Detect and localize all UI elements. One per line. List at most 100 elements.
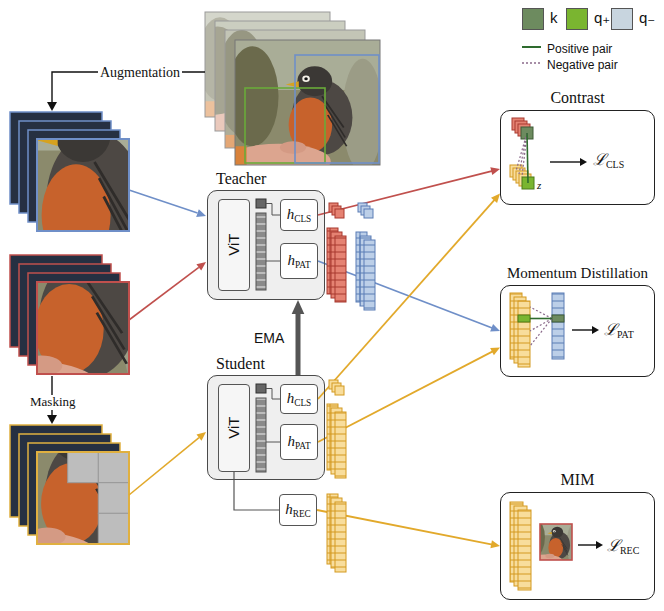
node-label: Teacher bbox=[216, 170, 266, 188]
text-slot: z bbox=[537, 175, 541, 193]
arrow-head bbox=[490, 540, 500, 548]
text-slot: hCLS bbox=[281, 385, 317, 413]
reconstruction-sketch bbox=[510, 502, 603, 590]
head-box: hCLS bbox=[280, 199, 318, 231]
head-box: hCLS bbox=[280, 384, 318, 414]
node-label: hREC bbox=[285, 501, 311, 519]
node-label: hCLS bbox=[287, 206, 312, 224]
symbol-letter: h bbox=[287, 252, 295, 268]
node-label: Contrast bbox=[550, 89, 604, 107]
head-box: hPAT bbox=[280, 243, 318, 279]
connector-line bbox=[318, 199, 495, 399]
text-slot: q₊ bbox=[594, 9, 610, 27]
symbol-letter: ℒ bbox=[593, 151, 606, 168]
loss-label: ℒPAT bbox=[604, 321, 634, 340]
arrow-head bbox=[490, 167, 500, 175]
text-slot: hPAT bbox=[281, 425, 317, 459]
symbol-letter: h bbox=[287, 206, 295, 222]
text-slot: q₋ bbox=[639, 9, 655, 27]
contrast-sketch bbox=[510, 118, 587, 189]
head-box: hPAT bbox=[280, 424, 318, 460]
symbol-letter: h bbox=[285, 501, 293, 517]
loss-label: ℒREC bbox=[607, 537, 639, 556]
connector-line bbox=[296, 312, 301, 375]
arrow-head bbox=[491, 194, 500, 203]
subscript: CLS bbox=[606, 159, 624, 170]
text-slot: ℒCLS bbox=[593, 151, 624, 170]
backbone-box: ViT bbox=[218, 199, 250, 291]
encoder-panel: TeacherViThCLShPAT bbox=[207, 190, 325, 300]
panel-fill bbox=[207, 375, 325, 480]
arrow-connector bbox=[234, 472, 279, 510]
text-slot: ViT bbox=[219, 200, 249, 290]
text-slot: hCLS bbox=[281, 200, 317, 230]
text-slot: Positive pair bbox=[547, 39, 612, 57]
node-label: Student bbox=[216, 355, 265, 373]
arrow-connector bbox=[292, 300, 305, 375]
text-slot: Augmentation bbox=[98, 63, 182, 81]
symbol-letter: ℒ bbox=[604, 321, 617, 338]
arrow-connector bbox=[318, 194, 500, 399]
loss-label: ℒCLS bbox=[593, 151, 624, 170]
node-label: MIM bbox=[561, 471, 595, 489]
annotation-label: Masking bbox=[28, 395, 78, 410]
subscript: REC bbox=[620, 545, 639, 556]
text-slot: Masking bbox=[28, 392, 78, 410]
text-slot: MIM bbox=[561, 471, 595, 489]
annotation-label: z bbox=[537, 179, 541, 192]
objective-box: Momentum DistillationℒPAT bbox=[500, 285, 655, 377]
text-slot: Teacher bbox=[216, 170, 266, 188]
text-slot: hPAT bbox=[281, 244, 317, 278]
node-label: hCLS bbox=[287, 390, 312, 408]
legend-text: Positive pair bbox=[547, 43, 612, 57]
text-slot: Contrast bbox=[550, 89, 604, 107]
objective-box: MIMℒREC bbox=[500, 492, 655, 600]
input-arrows bbox=[129, 190, 206, 495]
text-slot: k bbox=[550, 9, 558, 27]
node-label: ViT bbox=[225, 234, 242, 256]
annotation-label: Augmentation bbox=[98, 65, 182, 81]
subscript: PAT bbox=[295, 260, 311, 270]
node-label: ViT bbox=[225, 417, 242, 439]
legend-text: Negative pair bbox=[547, 59, 618, 73]
symbol-letter: h bbox=[287, 433, 295, 449]
legend-swatch bbox=[611, 8, 633, 30]
distillation-sketch bbox=[510, 293, 599, 367]
arrow-head bbox=[292, 300, 305, 314]
text-slot: ViT bbox=[219, 385, 249, 471]
node-label: Momentum Distillation bbox=[507, 265, 648, 282]
symbol-letter: ℒ bbox=[607, 537, 620, 554]
arrow-head bbox=[490, 348, 500, 356]
connector-line bbox=[318, 171, 493, 215]
node-label: hPAT bbox=[287, 433, 310, 451]
text-slot: ℒPAT bbox=[604, 321, 634, 340]
legend-text: q₊ bbox=[594, 9, 610, 26]
view-stack-red bbox=[0, 190, 184, 417]
symbol-letter: h bbox=[287, 390, 295, 406]
objective-box: ContrastℒCLS bbox=[500, 110, 655, 205]
subscript: CLS bbox=[294, 398, 311, 408]
connector-line bbox=[234, 472, 279, 510]
legend-swatch bbox=[522, 8, 544, 30]
legend-samples bbox=[522, 47, 541, 63]
legend-text: q₋ bbox=[639, 9, 655, 26]
subscript: PAT bbox=[617, 329, 634, 340]
teacher-features bbox=[327, 203, 375, 310]
text-slot: hREC bbox=[280, 495, 316, 525]
subscript: REC bbox=[293, 509, 311, 519]
legend-text: k bbox=[550, 9, 558, 26]
text-slot: Momentum Distillation bbox=[507, 264, 648, 282]
text-slot: Negative pair bbox=[547, 55, 618, 73]
encoder-panel: StudentViThCLShPAT bbox=[207, 375, 325, 480]
arrow-head bbox=[490, 324, 500, 332]
panel-fill bbox=[207, 190, 325, 300]
backbone-box: ViT bbox=[218, 384, 250, 472]
subscript: CLS bbox=[294, 214, 311, 224]
text-slot: Student bbox=[216, 355, 265, 373]
edge-label: EMA bbox=[252, 330, 286, 346]
subscript: PAT bbox=[295, 441, 311, 451]
student-features bbox=[327, 380, 346, 572]
head-box: hREC bbox=[279, 494, 317, 526]
legend-swatch bbox=[566, 8, 588, 30]
